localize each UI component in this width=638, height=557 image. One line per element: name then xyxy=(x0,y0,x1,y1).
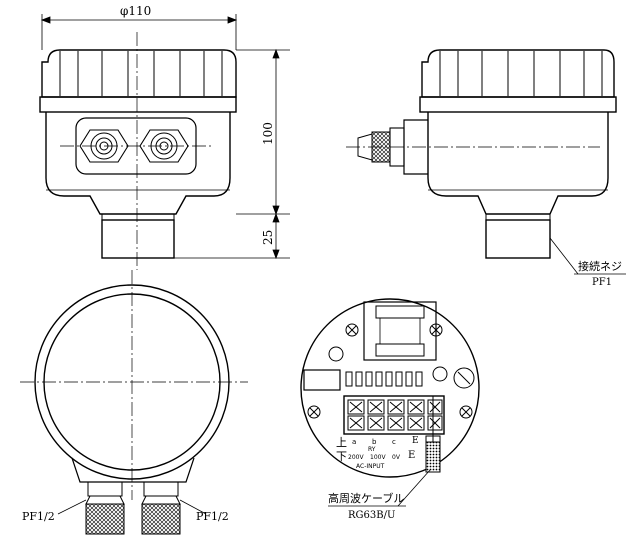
board-screws xyxy=(307,323,473,419)
coax-cable xyxy=(425,441,441,473)
side-body xyxy=(427,112,609,215)
front-view xyxy=(39,32,237,270)
top-view xyxy=(20,270,248,535)
front-cap xyxy=(41,49,237,98)
side-cap-ribs xyxy=(439,51,603,96)
board-voltage-0: 0V xyxy=(392,454,401,461)
cable-label: 高周波ケーブル xyxy=(328,491,404,505)
terminal-screws xyxy=(347,399,443,431)
board-letter-a: a xyxy=(352,438,356,446)
board-letter-b: b xyxy=(372,438,377,446)
connection-screw-size: PF1 xyxy=(592,277,612,288)
board-components xyxy=(345,366,475,389)
front-thread xyxy=(101,219,175,259)
side-flange xyxy=(419,96,617,113)
front-cap-ribs xyxy=(59,51,223,96)
board-letter-c: c xyxy=(392,438,396,446)
board-upper-label: 上 xyxy=(336,436,347,449)
board-lower-label: 下 xyxy=(336,450,347,463)
connection-screw-label: 接続ネジ xyxy=(578,259,622,273)
board-e-label: E xyxy=(412,436,419,446)
front-body xyxy=(45,112,231,215)
dim-diameter xyxy=(40,14,238,50)
side-thread xyxy=(485,219,551,259)
board-voltage-100: 100V xyxy=(370,454,386,461)
terminal-block xyxy=(343,395,445,435)
board-outline xyxy=(300,298,480,478)
board-ry-label: RY xyxy=(368,446,376,453)
dim-height-body: 100 xyxy=(261,122,275,145)
top-gland-right xyxy=(141,481,181,535)
gland-left-label: PF1/2 xyxy=(22,510,55,523)
side-cap xyxy=(421,49,615,98)
board-input-label: AC-INPUT xyxy=(356,463,385,470)
gland-right-label: PF1/2 xyxy=(196,510,229,523)
dim-height-thread: 25 xyxy=(261,230,275,245)
dim-diameter-label: φ110 xyxy=(120,4,151,18)
top-gland-left xyxy=(85,481,125,535)
board-voltage-200: 200V xyxy=(348,454,364,461)
side-view xyxy=(346,49,626,275)
dim-heights xyxy=(174,48,290,260)
board-ground-label: E xyxy=(408,450,415,461)
front-flange xyxy=(39,96,237,113)
cable-type: RG63B/U xyxy=(348,510,395,521)
board-view xyxy=(300,298,480,507)
